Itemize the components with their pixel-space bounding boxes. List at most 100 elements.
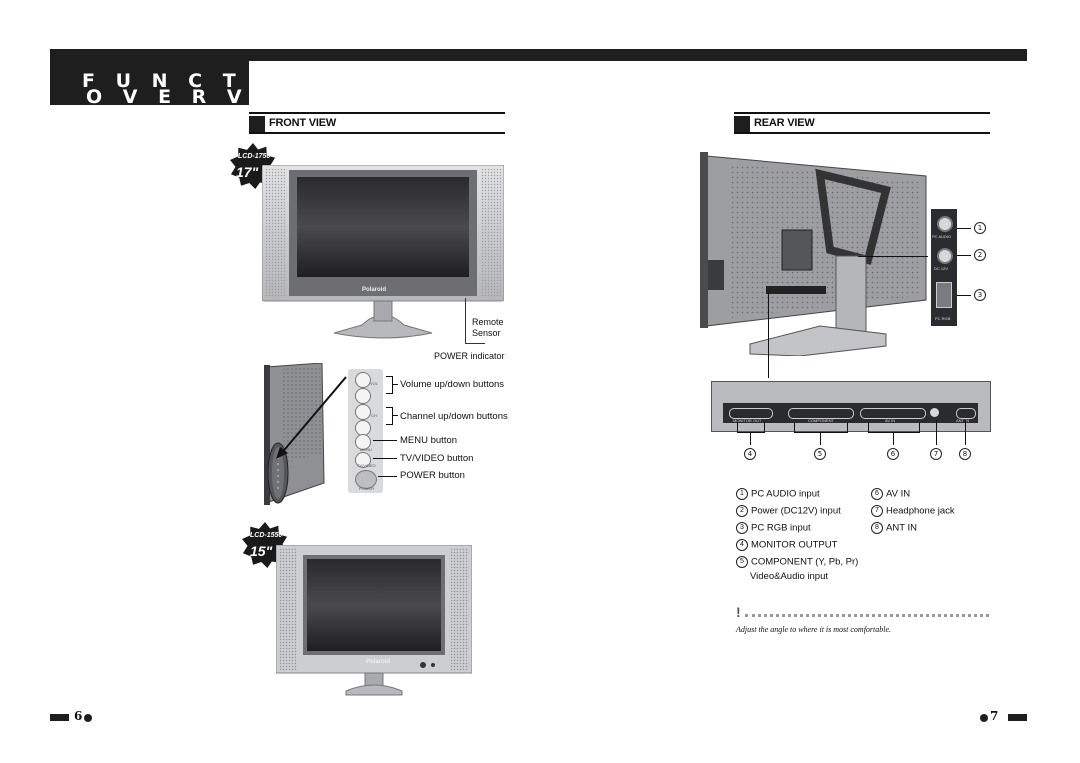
tv-video-line [373,458,397,459]
legend-num-4: 4 [736,539,748,551]
title-block [50,61,249,105]
callout-8-num: 8 [959,448,971,460]
front-view-title: FRONT VIEW [269,117,337,129]
legend-num-5: 5 [736,556,748,568]
model-15-label: LCD-1550 [250,532,283,539]
tv-17-front-illustration [262,165,504,339]
legend-text-3: PC RGB input [751,522,811,534]
pc-audio-port [937,216,953,232]
headphone-port [930,408,939,417]
legend-text-7: Headphone jack [886,505,955,517]
tv-15-logo: Polaroid [366,659,391,665]
pc-rgb-port [936,282,952,308]
power-mark: POWER [359,486,375,491]
rear-view-title: REAR VIEW [754,117,815,129]
ch-mark: CH [371,413,377,418]
page-title-line2: O V E R V I E W [86,86,352,108]
front-view-tab [249,116,265,132]
pc-audio-mark: PC AUDIO [932,234,952,239]
page-title-line1: F U N C T I O N A L [82,70,412,92]
rear-zoom-line [768,292,769,378]
bracket-6-stem [893,433,894,445]
model-17-label: LCD-1750 [238,153,271,160]
callout-2-num: 2 [974,249,986,261]
ant-in-mark: ANT IN [956,418,970,423]
legend-text-2: Power (DC12V) input [751,505,841,517]
power-button-label: POWER button [400,470,465,481]
callout-5-num: 5 [814,448,826,460]
ant-in-port [956,408,976,419]
av-in-mark: AV IN [885,418,896,423]
legend-text-1: PC AUDIO input [751,488,820,500]
rear-view-tab [734,116,750,132]
footer-right-bar [1008,714,1027,721]
power-button[interactable] [355,470,377,489]
menu-button[interactable] [355,434,371,450]
bracket-6 [868,422,920,433]
tv-video-mark: TV/VIDEO [357,463,376,468]
menu-button-label: MENU button [400,435,458,446]
volume-buttons-label: Volume up/down buttons [400,379,505,390]
tv-rear-illustration [700,152,927,356]
callout-1: 1 [974,222,989,234]
channel-up-button[interactable] [355,404,371,420]
bracket-7-stem [936,420,937,445]
callout-3-line [957,295,971,296]
av-in-port [860,408,926,419]
dc-12v-port [937,248,953,264]
component-mark: COMPONENT [808,418,834,423]
bracket-8-stem [965,420,966,445]
bracket-5 [794,422,848,433]
bracket-4-stem [750,433,751,445]
component-port [788,408,854,419]
channel-bracket [386,407,393,425]
callout-3: 3 [974,289,989,301]
tv-video-button[interactable] [355,452,371,468]
monitor-out-port [729,408,773,419]
callout-2: 2 [974,249,989,261]
legend-text-4: MONITOR OUTPUT [751,539,838,551]
volume-down-button[interactable] [355,388,371,404]
page-number-right: 7 [990,709,999,723]
menu-mark: MENU [360,447,372,452]
volume-up-button[interactable] [355,372,371,388]
legend-num-3: 3 [736,522,748,534]
vol-mark: VOL [370,381,379,386]
legend-text-5: COMPONENT (Y, Pb, Pr) [751,556,859,568]
size-15-label: 15" [250,543,273,559]
bracket-5-stem [820,433,821,445]
note-icon: ! [736,604,741,620]
menu-line [373,440,397,441]
note-divider [745,614,989,617]
tv-15-front-illustration [276,545,472,696]
dc-12v-mark: DC 12V [934,266,949,271]
rear-zoom-line-2 [858,256,928,257]
legend-num-8: 8 [871,522,883,534]
callout-1-num: 1 [974,222,986,234]
legend-num-7: 7 [871,505,883,517]
power-indicator-label: POWER indicator [434,351,505,361]
monitor-out-mark: MONITOR OUT [733,418,762,423]
callout-4-num: 4 [744,448,756,460]
callout-1-line [957,228,971,229]
zoom-arrow [276,376,347,459]
footer-left-dot [84,714,92,722]
channel-bracket-tick [392,415,398,416]
callout-2-line [957,255,971,256]
note-text: Adjust the angle to where it is most com… [736,625,892,634]
channel-buttons-label: Channel up/down buttons [400,411,508,422]
legend-text-6: AV IN [886,488,911,500]
callout-6-num: 6 [887,448,899,460]
tv-video-button-label: TV/VIDEO button [400,453,474,464]
tv-17-logo: Polaroid [362,287,387,293]
size-17-label: 17" [236,164,259,180]
footer-left-bar [50,714,69,721]
